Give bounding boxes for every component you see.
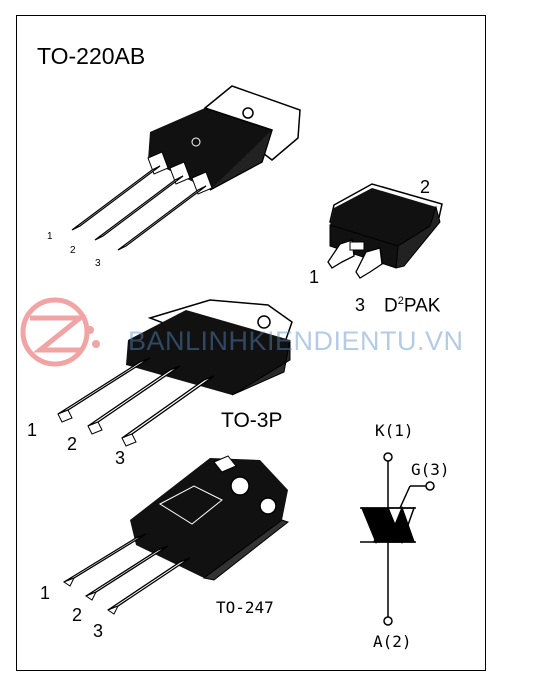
a-label: A(2)	[373, 632, 412, 651]
to247-name: TO-247	[216, 598, 274, 617]
to220-pin-3: 3	[95, 258, 101, 269]
to247-pin-1: 1	[40, 583, 51, 603]
to3p-pin-2: 2	[67, 434, 78, 454]
k-label: K(1)	[375, 421, 414, 440]
to220-package	[71, 85, 301, 251]
to247-package	[62, 455, 290, 615]
to3p-pin-1: 1	[27, 420, 38, 440]
to220-pin-1: 1	[47, 231, 53, 242]
to220-pin-2: 2	[70, 245, 76, 256]
to247-pin-2: 2	[72, 605, 83, 625]
g-label: G(3)	[411, 460, 450, 479]
title-label: TO-220AB	[37, 43, 146, 69]
watermark-text: BANLINHKIENDIENTU.VN	[128, 326, 464, 356]
d2pak-name: D2PAK	[384, 295, 441, 317]
g-terminal	[425, 481, 435, 491]
to3p-package	[57, 299, 293, 447]
triac-symbol	[360, 452, 435, 626]
a-terminal	[383, 616, 393, 626]
d2pak-pin-3: 3	[355, 295, 366, 315]
to3p-pin-3: 3	[115, 448, 126, 468]
to247-pin-3: 3	[93, 621, 104, 641]
d2pak-package	[327, 183, 443, 279]
to3p-name: TO-3P	[221, 409, 283, 432]
d2pak-pin-2: 2	[420, 177, 431, 197]
watermark-logo-icon	[20, 297, 100, 367]
k-terminal	[383, 452, 393, 462]
d2pak-pin-1: 1	[309, 267, 320, 287]
